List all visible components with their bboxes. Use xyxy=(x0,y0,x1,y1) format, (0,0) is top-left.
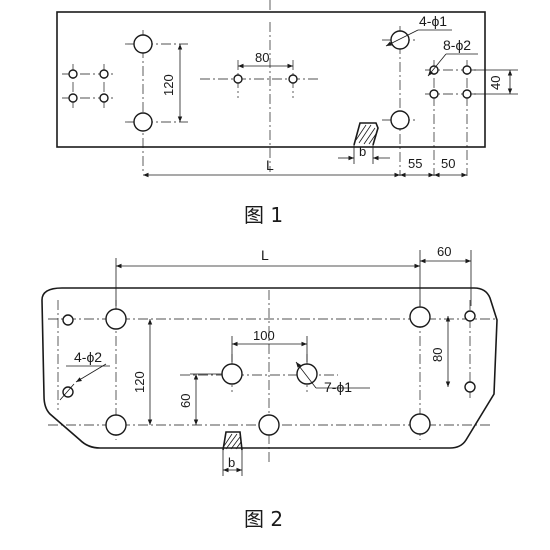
fig1-hole-large xyxy=(133,34,153,54)
fig1-hole-small xyxy=(288,74,298,84)
fig1-hole-small xyxy=(233,74,243,84)
fig2-hole-large xyxy=(221,363,243,385)
fig2-holes-large-label: 7-ϕ1 xyxy=(324,379,352,395)
fig1-left-large-holes xyxy=(125,30,188,172)
fig2-top-dims: L 60 xyxy=(115,244,472,306)
fig1-leader-holes-large: 4-ϕ1 xyxy=(385,13,452,47)
fig1-hole-small xyxy=(68,93,78,103)
fig2-large-holes xyxy=(105,306,431,436)
fig2-hole-small xyxy=(464,310,476,322)
fig2-dim-L-label: L xyxy=(261,247,269,263)
fig1-middle-holes: 80 xyxy=(200,50,320,98)
fig2-caption: 图 2 xyxy=(244,507,283,531)
fig2-dim-120: 120 xyxy=(132,319,153,425)
fig1-hole-small xyxy=(462,89,472,99)
fig1-dim-80-label: 80 xyxy=(255,50,269,65)
fig1-dim-L-label: L xyxy=(266,157,274,173)
fig2-slot-b: b xyxy=(222,431,243,476)
fig1-hole-large xyxy=(133,112,153,132)
fig2-leader-holes-large: 7-ϕ1 xyxy=(295,361,370,395)
fig1-right-large-holes xyxy=(382,26,418,176)
fig1-bottom-dims: L 55 50 xyxy=(143,156,467,178)
fig1-dim-b-label: b xyxy=(359,144,366,159)
fig2-hole-large xyxy=(409,306,431,328)
fig1-hole-small xyxy=(99,93,109,103)
fig1-dim-120-label: 120 xyxy=(161,74,176,96)
fig2-hole-large xyxy=(105,414,127,436)
fig1-dim-40: 40 xyxy=(470,69,518,95)
fig1-dim-40-label: 40 xyxy=(488,76,503,90)
fig2-holes-small-label: 4-ϕ2 xyxy=(74,349,102,365)
fig2-hole-small xyxy=(62,386,74,398)
fig2-plate-outline xyxy=(41,287,498,449)
fig2-hole-small xyxy=(464,381,476,393)
fig2-dim-100-label: 100 xyxy=(253,328,275,343)
fig2-dim-80: 80 xyxy=(430,316,451,387)
fig1-holes-small-label: 8-ϕ2 xyxy=(443,37,471,53)
fig1-hole-small xyxy=(462,65,472,75)
fig2-hole-large xyxy=(296,363,318,385)
fig1-left-hole-group xyxy=(62,64,116,108)
fig2-small-holes xyxy=(62,310,476,398)
fig1-dim-120: 120 xyxy=(161,44,183,122)
fig2-hole-small xyxy=(62,314,74,326)
fig1-hole-large xyxy=(390,110,410,130)
fig1-hole-small xyxy=(429,89,439,99)
fig2-dim-80-label: 80 xyxy=(430,348,445,362)
fig2-dim-60-left: 60 xyxy=(178,373,222,425)
fig2-leader-holes-small: 4-ϕ2 xyxy=(59,349,110,401)
fig1-plate-outline xyxy=(56,11,486,148)
fig2-dim-60-left-label: 60 xyxy=(178,394,193,408)
fig2-hole-large xyxy=(409,413,431,435)
fig1-caption: 图 1 xyxy=(244,203,283,227)
fig1-dim-55-label: 55 xyxy=(408,156,422,171)
fig1-leader-holes-small: 8-ϕ2 xyxy=(427,37,478,77)
fig2-dim-100: 100 xyxy=(231,328,308,362)
fig1-dim-50-label: 50 xyxy=(441,156,455,171)
fig1-slot-b: b xyxy=(338,122,390,164)
fig2-hole-large xyxy=(105,308,127,330)
fig2-dim-b-label: b xyxy=(228,455,235,470)
fig2-hole-large xyxy=(258,414,280,436)
figure-1: 120 80 xyxy=(56,0,518,227)
fig2-dim-120-label: 120 xyxy=(132,371,147,393)
fig1-hole-small xyxy=(68,69,78,79)
fig1-hole-small xyxy=(429,65,439,75)
fig1-hole-large xyxy=(390,30,410,50)
fig1-hole-small xyxy=(99,69,109,79)
fig2-dim-60-top-label: 60 xyxy=(437,244,451,259)
fig1-holes-large-label: 4-ϕ1 xyxy=(419,13,447,29)
figure-2: L 60 xyxy=(41,244,498,531)
